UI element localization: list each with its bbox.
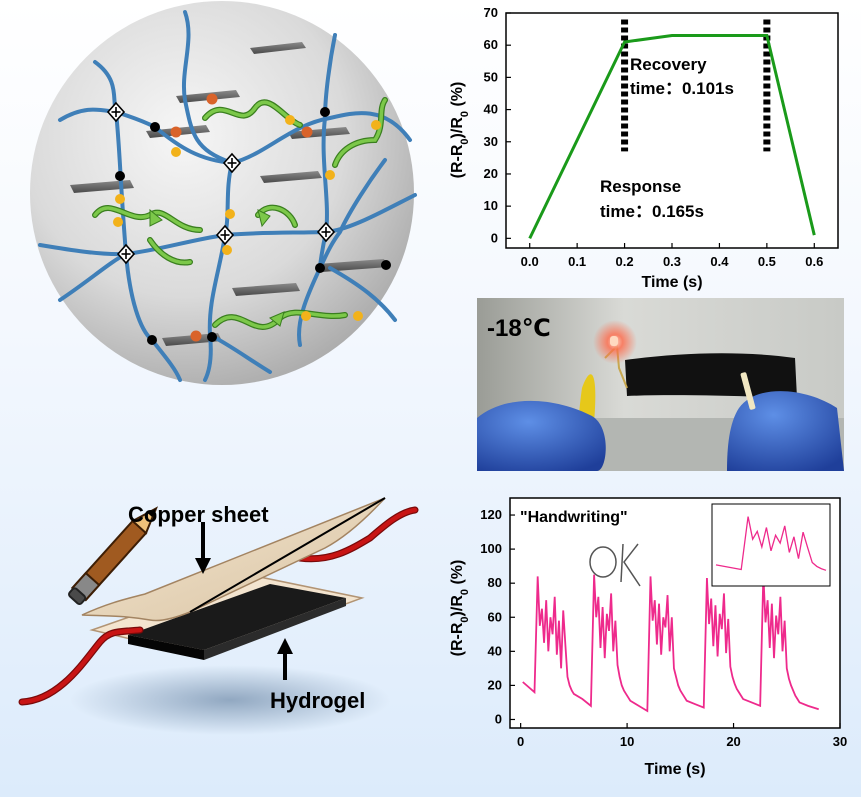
chart2-y-tick-label: 120 [480, 507, 502, 522]
sensor-device-schematic: Copper sheet Hydrogel [0, 470, 440, 797]
chart2-x-tick-label: 0 [517, 734, 524, 749]
chart1-x-tick-label: 0.0 [521, 254, 539, 269]
sheet [318, 259, 388, 272]
recovery-time-label: time：0.101s [630, 79, 734, 98]
chart1-x-tick-label: 0.3 [663, 254, 681, 269]
chart2-svg: 0 10 20 30 0 20 40 60 80 100 120 "Handwriting" (R-… [449, 497, 847, 778]
wire-top [297, 507, 418, 562]
pencil-icon [68, 506, 159, 605]
recovery-label: Recovery [630, 55, 707, 74]
chart1-y-tick-label: 60 [484, 37, 498, 52]
device-svg: Copper sheet Hydrogel [18, 497, 419, 735]
chart2-x-tick-label: 30 [833, 734, 847, 749]
chart1-y-tick-label: 30 [484, 134, 498, 149]
led-demo-photo: -18℃ [477, 298, 844, 471]
polymer-network-illustration [0, 0, 440, 400]
left-glove [477, 400, 606, 471]
sheet [70, 180, 134, 193]
chart2-y-tick-label: 80 [488, 575, 502, 590]
wire-bottom [19, 627, 143, 705]
photo-svg: -18℃ [477, 298, 844, 471]
sheet [250, 42, 306, 54]
chart1-x-tick-label: 0.1 [568, 254, 586, 269]
chart2-y-axis-label: (R-R0)/R0 (%) [449, 560, 471, 657]
hydrogel-label: Hydrogel [270, 688, 365, 713]
chart1-plot-area [505, 12, 839, 249]
temperature-label: -18℃ [487, 315, 551, 342]
chart1-x-tick-label: 0.4 [710, 254, 729, 269]
chart2-inset [711, 503, 831, 587]
chart2-title: "Handwriting" [520, 509, 628, 526]
hydrogel-layer [128, 584, 346, 650]
copper-sheet-label: Copper sheet [128, 502, 269, 527]
chart2-x-tick-label: 20 [726, 734, 740, 749]
top-copper-sheet [81, 497, 386, 622]
chart1-svg: 0.0 0.1 0.2 0.3 0.4 0.5 0.6 0 10 20 30 40 50 60 70 (R-… [449, 5, 839, 291]
chart1-y-tick-label: 40 [484, 102, 498, 117]
chart2-y-tick-label: 100 [480, 541, 502, 556]
handwriting-chart: 0 10 20 30 0 20 40 60 80 100 120 "Handwriting" (R-… [440, 478, 861, 797]
chart2-y-tick-label: 0 [495, 711, 502, 726]
chart1-y-tick-label: 20 [484, 166, 498, 181]
green-polymer-chains [92, 97, 388, 330]
chart1-x-tick-label: 0.6 [805, 254, 823, 269]
hydrogel-sphere [30, 1, 414, 385]
response-time-label: time：0.165s [600, 202, 704, 221]
chart2-inset-line [715, 516, 827, 571]
bonding-dots [113, 93, 391, 345]
chart1-y-tick-label: 70 [484, 5, 498, 20]
handwritten-ok [589, 543, 641, 587]
network-svg [30, 1, 417, 385]
chart2-y-tick-label: 40 [488, 643, 502, 658]
chart2-x-tick-label: 10 [620, 734, 634, 749]
chart1-x-axis-label: Time (s) [641, 274, 702, 291]
chart1-y-axis-label: (R-R0)/R0 (%) [449, 82, 471, 179]
chart2-series-line [522, 574, 819, 713]
chart1-y-tick-label: 50 [484, 69, 498, 84]
hydrogel-strip [625, 353, 797, 398]
chart2-x-axis-label: Time (s) [644, 761, 705, 778]
chart1-series-line [528, 34, 816, 239]
chart1-y-tick-label: 0 [491, 230, 498, 245]
chain [328, 266, 397, 322]
chart1-x-tick-label: 0.5 [758, 254, 776, 269]
right-glove [727, 391, 844, 471]
chart2-y-tick-label: 60 [488, 609, 502, 624]
sheet [232, 283, 300, 296]
chart1-y-tick-label: 10 [484, 198, 498, 213]
sheet [260, 171, 322, 183]
response-recovery-chart: 0.0 0.1 0.2 0.3 0.4 0.5 0.6 0 10 20 30 40 50 60 70 (R-… [440, 0, 861, 295]
chart1-x-tick-label: 0.2 [616, 254, 634, 269]
response-label: Response [600, 177, 681, 196]
chain [318, 158, 387, 270]
chart2-y-tick-label: 20 [488, 677, 502, 692]
